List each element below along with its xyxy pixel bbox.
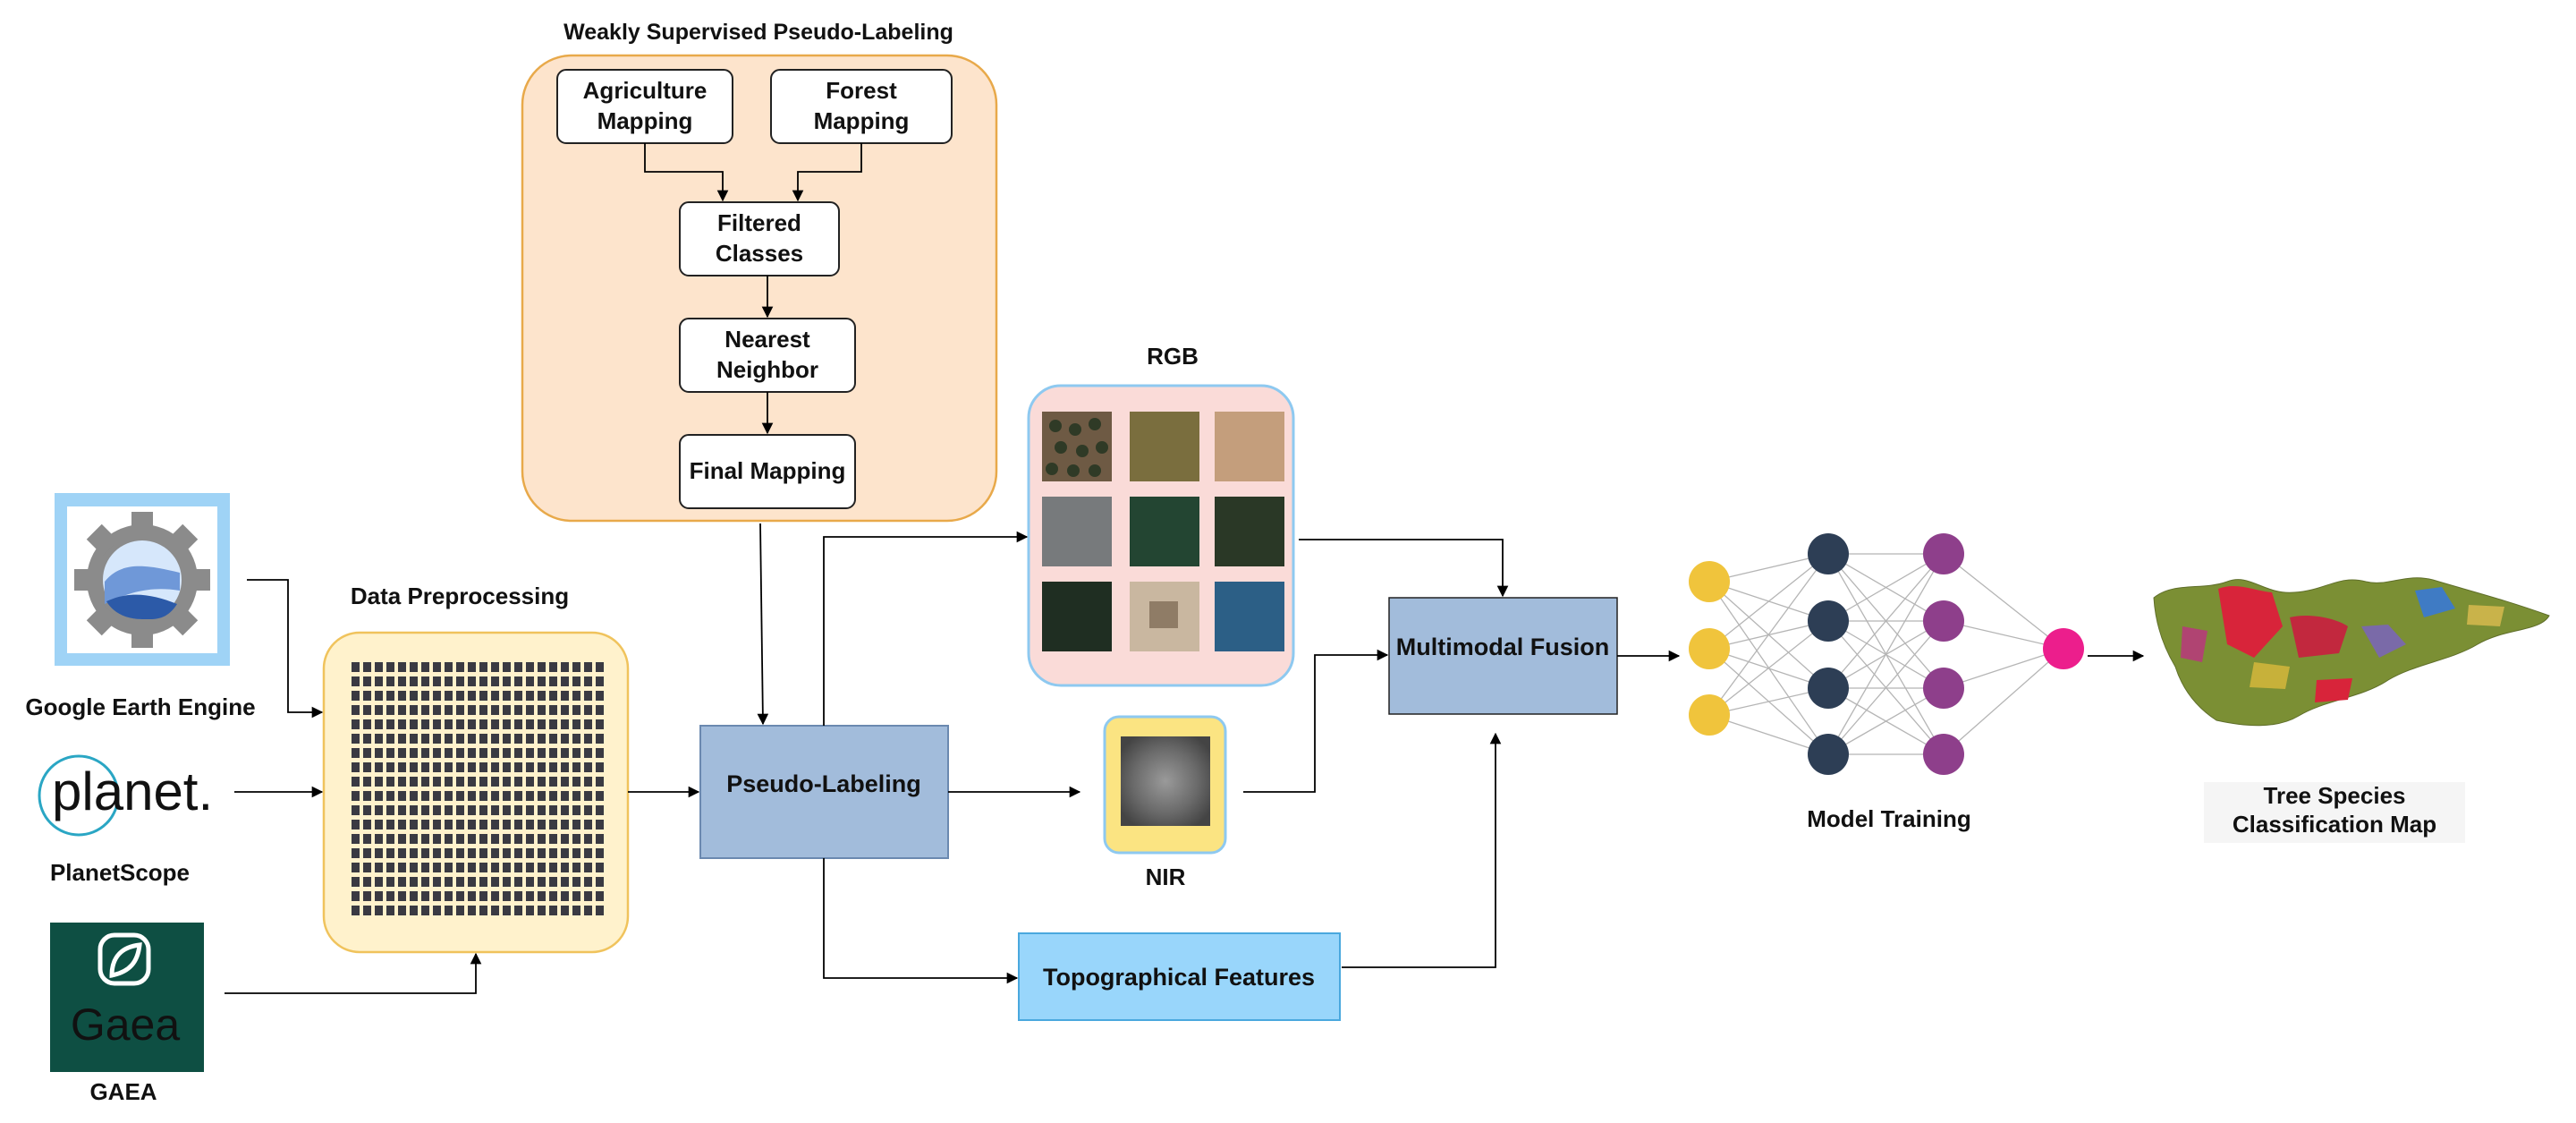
connectors: [225, 523, 2145, 994]
network-edge: [1708, 620, 1829, 716]
rgb-to-fusion-arrow: [1299, 539, 1509, 598]
classification-map: [2153, 577, 2550, 727]
forest-mapping-box[interactable]: Forest Mapping: [770, 69, 953, 144]
multimodal-fusion-box[interactable]: Multimodal Fusion: [1388, 597, 1618, 715]
nearest-neighbor-box[interactable]: Nearest Neighbor: [679, 318, 856, 393]
model-training-label: Model Training: [1807, 805, 1970, 832]
pseudo-labeling-box[interactable]: Pseudo-Labeling: [699, 725, 949, 859]
output-label-backdrop: [2204, 782, 2465, 843]
rgb-tile: [1215, 412, 1284, 481]
gaea-to-preprocessing-arrow: [225, 952, 482, 994]
hidden-node: [1923, 734, 1964, 775]
planetscope-label: PlanetScope: [50, 859, 190, 886]
pseudo-labeling-panel: [521, 54, 998, 523]
network-edge: [1827, 553, 1945, 755]
pseudo-labeling-to-topo-arrow: [823, 858, 1019, 984]
filtered-label-line1: Filtered: [717, 209, 801, 236]
topographical-features-label: Topographical Features: [1043, 964, 1315, 991]
network-edge: [1827, 620, 1945, 755]
network-edge: [1708, 714, 1829, 755]
leaf-icon: [97, 932, 151, 986]
topographical-features-box[interactable]: Topographical Features: [1018, 932, 1341, 1021]
pseudo-labeling-label: Pseudo-Labeling: [726, 770, 921, 797]
network-edges: [1708, 553, 2064, 755]
hidden-node: [1808, 533, 1849, 574]
network-edge: [1943, 648, 2064, 755]
network-edge: [1827, 553, 1945, 622]
gear-icon: [74, 512, 210, 648]
hidden-node: [1808, 668, 1849, 709]
gaea-label: GAEA: [89, 1078, 157, 1105]
gaea-logo-text: Gaea: [71, 1000, 181, 1050]
pseudo-labeling-group: Weakly Supervised Pseudo-Labeling Agricu…: [521, 20, 998, 523]
network-edge: [1943, 648, 2064, 689]
rgb-tile: [1215, 582, 1284, 651]
nir-to-fusion-arrow: [1243, 649, 1389, 793]
planet-logo-text: planet.: [52, 761, 213, 821]
rgb-tile: [1042, 412, 1112, 481]
final-mapping-box[interactable]: Final Mapping: [679, 434, 856, 509]
network-edge: [1943, 553, 2064, 650]
inner-arrows: [644, 143, 862, 435]
final-mapping-to-pseudo-labeling-arrow: [757, 523, 769, 726]
final-mapping-label: Final Mapping: [690, 457, 846, 484]
network-edge: [1827, 687, 1945, 755]
input-node: [1689, 694, 1730, 736]
rgb-title: RGB: [1147, 343, 1199, 370]
hidden-layer-2: [1923, 533, 1964, 775]
rgb-tile: [1130, 412, 1199, 481]
input-node: [1689, 561, 1730, 602]
forest-label-line1: Forest: [826, 77, 897, 104]
hidden-node: [1923, 533, 1964, 574]
network-edge: [1708, 553, 1829, 650]
hidden-node: [1923, 668, 1964, 709]
agriculture-mapping-box[interactable]: Agriculture Mapping: [556, 69, 733, 144]
neural-network: [1689, 533, 2084, 775]
nearest-label-line1: Nearest: [724, 326, 810, 353]
nir-title: NIR: [1146, 864, 1186, 890]
hidden-node: [1808, 600, 1849, 642]
image-tile-grid: [351, 660, 606, 920]
pseudo-labeling-group-title: Weakly Supervised Pseudo-Labeling: [564, 20, 953, 45]
rgb-tile: [1130, 582, 1199, 651]
filtered-classes-box[interactable]: Filtered Classes: [679, 201, 840, 276]
data-preprocessing-panel: [322, 631, 630, 954]
multimodal-fusion-label: Multimodal Fusion: [1396, 634, 1609, 660]
hidden-node: [1923, 600, 1964, 642]
forest-label-line2: Mapping: [814, 107, 910, 134]
filtered-label-line2: Classes: [716, 240, 803, 267]
nearest-label-line2: Neighbor: [716, 356, 818, 383]
gaea-logo: Gaea: [50, 923, 204, 1072]
planet-logo: planet.: [38, 754, 213, 837]
agriculture-label-line2: Mapping: [597, 107, 693, 134]
rgb-tile: [1042, 497, 1112, 566]
network-edge: [1827, 553, 1945, 689]
nir-image: [1121, 736, 1210, 826]
pseudo-labeling-to-rgb-arrow: [823, 531, 1029, 726]
topo-to-fusion-arrow: [1342, 732, 1502, 968]
google-earth-engine-logo: [55, 493, 230, 666]
data-preprocessing-title: Data Preprocessing: [351, 583, 569, 609]
rgb-panel: [1027, 384, 1295, 687]
output-node: [2043, 628, 2084, 669]
network-edge: [1708, 553, 1829, 716]
rgb-tile: [1215, 497, 1284, 566]
rgb-tile: [1042, 582, 1112, 651]
output-label-line1: Tree Species: [2264, 782, 2406, 809]
nir-panel: [1103, 715, 1227, 855]
input-node: [1689, 628, 1730, 669]
hidden-node: [1808, 734, 1849, 775]
hidden-layer-1: [1808, 533, 1849, 775]
rgb-tile: [1130, 497, 1199, 566]
input-layer: [1689, 561, 1730, 736]
output-label-line2: Classification Map: [2233, 811, 2436, 838]
google-earth-engine-label: Google Earth Engine: [25, 693, 255, 720]
agriculture-label-line1: Agriculture: [583, 77, 708, 104]
gee-to-preprocessing-arrow: [247, 579, 324, 719]
